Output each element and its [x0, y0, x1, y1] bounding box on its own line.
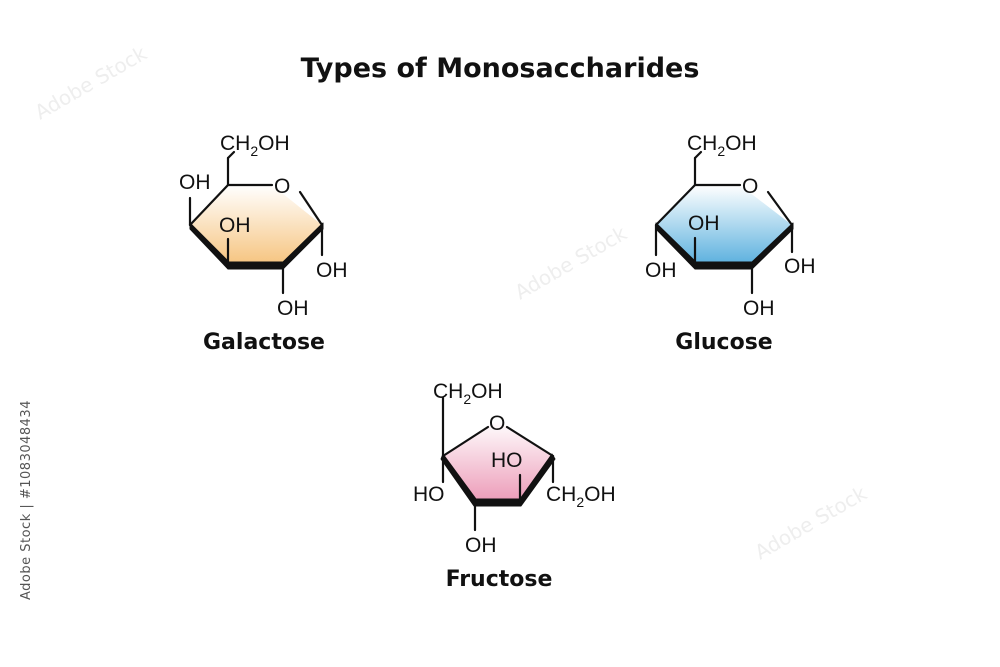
galactose-name: Galactose	[203, 330, 325, 355]
glucose-structure: CH2OH O OH OH OH OH Glucose	[645, 132, 816, 355]
fructose-ch2oh-right-label: CH2OH	[546, 483, 616, 510]
stock-id-label: Adobe Stock | #1083048434	[19, 400, 34, 600]
galactose-oh-c1: OH	[316, 259, 348, 282]
fructose-ring-fill	[443, 420, 553, 502]
fructose-structure: CH2OH O HO HO CH2OH OH Fructose	[413, 380, 616, 592]
glucose-ring-fill	[656, 185, 792, 265]
glucose-oh-c1: OH	[784, 255, 816, 278]
fructose-ho-c3: HO	[491, 449, 523, 472]
galactose-ch2oh-label: CH2OH	[220, 132, 290, 159]
glucose-name: Glucose	[675, 330, 772, 355]
fructose-oh-c3: OH	[465, 534, 497, 557]
fructose-name: Fructose	[446, 567, 553, 592]
page-title: Types of Monosaccharides	[301, 53, 700, 84]
svg-text:Adobe Stock: Adobe Stock	[511, 221, 632, 304]
fructose-back-bond-left	[441, 425, 490, 458]
fructose-ring-oxygen: O	[489, 412, 505, 435]
galactose-oh-c4: OH	[179, 171, 211, 194]
galactose-ring-fill	[190, 185, 322, 265]
fructose-back-bond-right	[505, 425, 555, 458]
glucose-ch2oh-label: CH2OH	[687, 132, 757, 159]
galactose-ring-oxygen: O	[274, 175, 290, 198]
svg-text:Adobe Stock: Adobe Stock	[31, 41, 152, 124]
galactose-structure: CH2OH O OH OH OH OH Galactose	[179, 132, 348, 355]
galactose-oh-c3: OH	[219, 214, 251, 237]
glucose-oh-c2: OH	[743, 297, 775, 320]
fructose-wedge-bonds	[440, 453, 556, 507]
glucose-ring-oxygen: O	[742, 175, 758, 198]
fructose-ho-c2: HO	[413, 483, 445, 506]
fructose-ch2oh-top-label: CH2OH	[433, 380, 503, 407]
svg-text:Adobe Stock: Adobe Stock	[751, 481, 872, 564]
glucose-oh-c3: OH	[688, 212, 720, 235]
galactose-oh-c2: OH	[277, 297, 309, 320]
glucose-oh-c4: OH	[645, 259, 677, 282]
